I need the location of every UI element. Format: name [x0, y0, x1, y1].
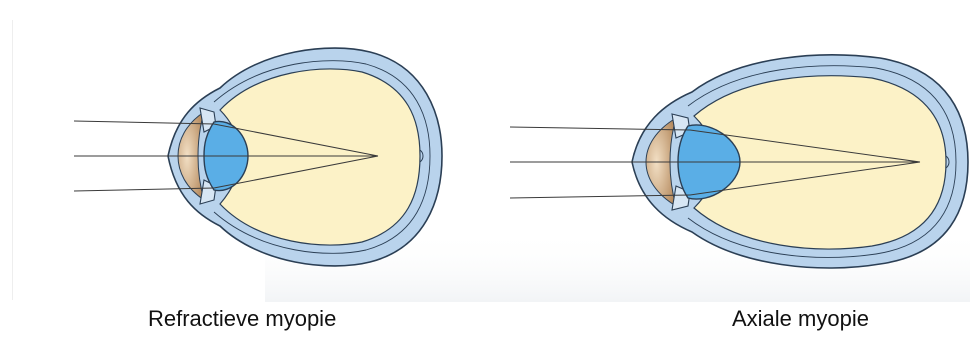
caption-axial-myopia: Axiale myopie — [732, 306, 869, 332]
eye-refractive — [74, 48, 442, 266]
caption-refractive-myopia: Refractieve myopie — [148, 306, 336, 332]
vitreous-refractive — [220, 69, 420, 245]
